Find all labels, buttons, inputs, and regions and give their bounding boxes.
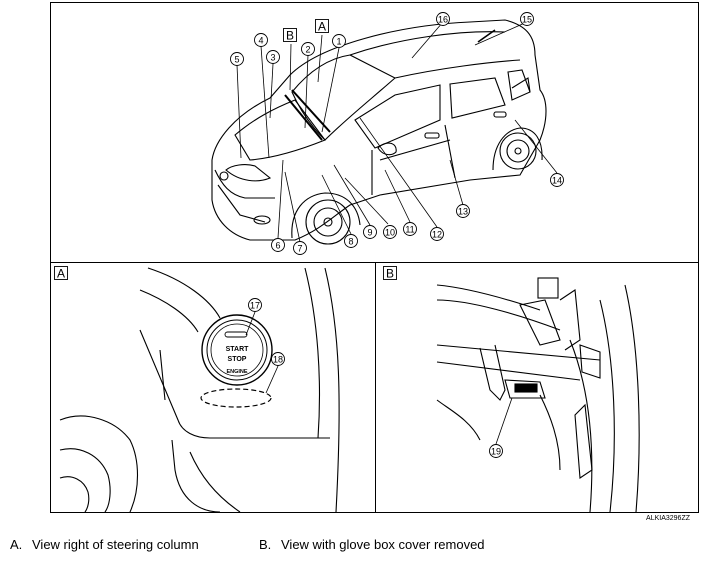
callout-12: 12 (432, 230, 442, 240)
view-label-b-panel: B (386, 267, 394, 281)
callout-18: 18 (273, 355, 283, 365)
figure-frame (50, 2, 699, 513)
callout-15: 15 (522, 15, 532, 25)
view-label-boxes (54, 19, 397, 280)
callout-7: 7 (297, 244, 302, 254)
callout-5: 5 (234, 55, 239, 65)
legend-letter-b: B. (259, 537, 272, 552)
callout-14: 14 (552, 176, 562, 186)
button-label-stop: STOP (228, 356, 247, 363)
vehicle-illustration (211, 19, 547, 245)
antenna-dashed-outline (200, 388, 272, 408)
callout-17: 17 (250, 301, 260, 311)
legend-text-b: View with glove box cover removed (281, 537, 485, 552)
callout-19: 19 (491, 447, 501, 457)
view-label-a-top: A (318, 20, 326, 34)
callout-8: 8 (348, 237, 353, 247)
callout-6: 6 (275, 241, 280, 251)
view-labels: B A A B (57, 20, 394, 281)
callout-3: 3 (270, 53, 275, 63)
callout-2: 2 (305, 45, 310, 55)
callout-11: 11 (405, 225, 414, 235)
view-a-illustration (59, 267, 340, 513)
leader-lines (236, 21, 558, 243)
figure-code: ALKIA3296ZZ (646, 515, 691, 522)
callout-10: 10 (385, 228, 395, 238)
button-label-engine: ENGINE (226, 369, 247, 375)
legend-text-a: View right of steering column (32, 537, 199, 552)
start-stop-button: START STOP ENGINE (201, 314, 273, 386)
callout-markers (230, 12, 564, 458)
callout-1: 1 (336, 37, 341, 47)
view-label-a-panel: A (57, 267, 65, 281)
callout-numbers: 1 2 3 4 5 6 7 8 9 10 11 12 13 14 15 16 1… (234, 15, 562, 457)
view-b-illustration (436, 277, 640, 513)
component-location-diagram: 1 2 3 4 5 6 7 8 9 10 11 12 13 14 15 16 1… (50, 2, 699, 522)
legend-letter-a: A. (10, 537, 23, 552)
button-label-start: START (226, 346, 250, 353)
callout-9: 9 (367, 228, 372, 238)
legend-item-b: B. View with glove box cover removed (259, 537, 485, 552)
callout-16: 16 (438, 15, 448, 25)
legend-item-a: A. View right of steering column (10, 537, 199, 552)
callout-4: 4 (258, 36, 263, 46)
callout-13: 13 (458, 207, 468, 217)
view-label-b-top: B (286, 29, 294, 43)
